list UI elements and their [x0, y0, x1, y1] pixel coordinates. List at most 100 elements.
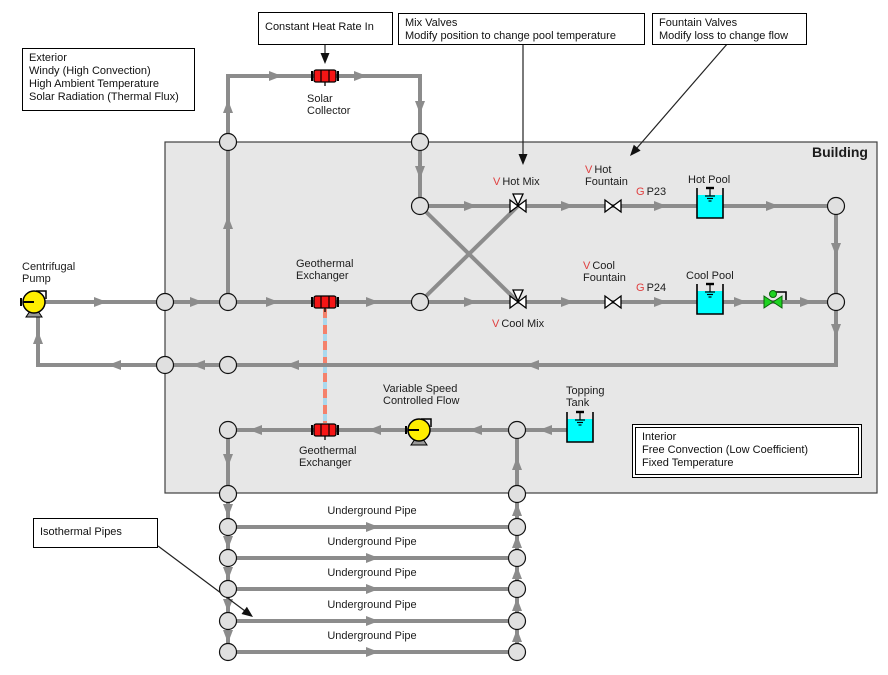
flow-arrow: [654, 201, 667, 211]
underground-pipe-label: Underground Pipe: [327, 599, 417, 611]
flow-arrow: [734, 297, 747, 307]
junction[interactable]: [218, 355, 238, 375]
cool-pool-control-valve[interactable]: [763, 290, 787, 309]
junction[interactable]: [218, 420, 238, 440]
junction[interactable]: [218, 579, 238, 599]
flow-arrow: [800, 297, 813, 307]
fountain-valves-note: Fountain Valves Modify loss to change fl…: [652, 13, 807, 45]
flow-arrow: [766, 201, 779, 211]
flow-arrow: [561, 297, 574, 307]
junction[interactable]: [507, 517, 527, 537]
junction[interactable]: [155, 355, 175, 375]
flow-arrow: [354, 71, 367, 81]
callout-arrowhead: [518, 154, 528, 165]
pipe[interactable]: [36, 314, 165, 367]
flow-arrow: [286, 360, 299, 370]
flow-arrow: [192, 360, 205, 370]
flow-arrow: [366, 553, 379, 563]
flow-arrow: [415, 101, 425, 114]
flow-arrow: [512, 566, 522, 579]
callout-line: [157, 545, 249, 614]
cool-fountain-valve[interactable]: [604, 294, 622, 310]
junction[interactable]: [155, 292, 175, 312]
junction[interactable]: [218, 484, 238, 504]
flow-arrow: [561, 201, 574, 211]
flow-arrow: [512, 629, 522, 642]
centrifugal-pump-label: Centrifugal Pump: [22, 261, 76, 285]
junction[interactable]: [826, 292, 846, 312]
variable-speed-pump[interactable]: [405, 418, 432, 446]
junction[interactable]: [410, 292, 430, 312]
flow-arrow: [223, 536, 233, 549]
hot-fountain-valve[interactable]: [604, 198, 622, 214]
junction[interactable]: [218, 642, 238, 662]
hot-mix-valve[interactable]: [509, 193, 527, 214]
flow-arrow: [190, 297, 203, 307]
junction[interactable]: [507, 548, 527, 568]
interior-note: Interior Free Convection (Low Coefficien…: [632, 424, 862, 478]
pipe[interactable]: [418, 204, 520, 304]
junction[interactable]: [507, 579, 527, 599]
flow-arrow: [269, 71, 282, 81]
geothermal-exchanger-top-label: Geothermal Exchanger: [296, 258, 354, 282]
geothermal-exchanger-bottom-label: Geothermal Exchanger: [299, 445, 357, 469]
flow-arrow: [223, 504, 233, 517]
flow-arrow: [368, 425, 381, 435]
centrifugal-pump[interactable]: [20, 290, 47, 318]
flow-arrow: [526, 360, 539, 370]
isothermal-pipes-note: Isothermal Pipes: [33, 518, 158, 548]
underground-pipe-label: Underground Pipe: [327, 536, 417, 548]
flow-arrow: [249, 425, 262, 435]
callout-arrowhead: [241, 606, 253, 617]
junction[interactable]: [507, 611, 527, 631]
underground-pipe-label: Underground Pipe: [327, 505, 417, 517]
flow-arrow: [366, 522, 379, 532]
cool-pool-tank[interactable]: [696, 282, 724, 315]
junction[interactable]: [218, 292, 238, 312]
topping-tank-label: Topping Tank: [566, 385, 605, 409]
topping-tank[interactable]: [566, 410, 594, 443]
pipe[interactable]: [165, 206, 838, 367]
flow-arrow: [512, 598, 522, 611]
flow-arrow: [654, 297, 667, 307]
junction[interactable]: [410, 132, 430, 152]
hot-pool-label: Hot Pool: [688, 174, 731, 186]
solar-collector[interactable]: [311, 69, 339, 86]
flow-arrow: [223, 454, 233, 467]
flow-arrow: [33, 331, 43, 344]
hot-pool-tank[interactable]: [696, 186, 724, 219]
geothermal-exchanger-top[interactable]: [311, 295, 339, 312]
flow-arrow: [266, 297, 279, 307]
flow-arrow: [223, 630, 233, 643]
junction[interactable]: [218, 517, 238, 537]
junction[interactable]: [218, 611, 238, 631]
junction[interactable]: [218, 132, 238, 152]
callout-line: [633, 42, 729, 152]
flow-arrow: [366, 616, 379, 626]
callout-arrowhead: [630, 144, 641, 156]
flow-arrow: [223, 599, 233, 612]
flow-arrow: [512, 535, 522, 548]
flow-arrow: [366, 647, 379, 657]
junction[interactable]: [826, 196, 846, 216]
junction[interactable]: [507, 642, 527, 662]
junction[interactable]: [507, 420, 527, 440]
flow-arrow: [831, 243, 841, 256]
cool-mix-valve[interactable]: [509, 289, 527, 310]
geothermal-exchanger-bottom[interactable]: [311, 423, 339, 440]
flow-arrow: [831, 324, 841, 337]
flow-arrow: [512, 503, 522, 516]
flow-arrow: [108, 360, 121, 370]
junction[interactable]: [507, 484, 527, 504]
junction[interactable]: [218, 548, 238, 568]
flow-arrow: [464, 201, 477, 211]
flow-arrow: [464, 297, 477, 307]
junction[interactable]: [410, 196, 430, 216]
flow-arrow: [469, 425, 482, 435]
